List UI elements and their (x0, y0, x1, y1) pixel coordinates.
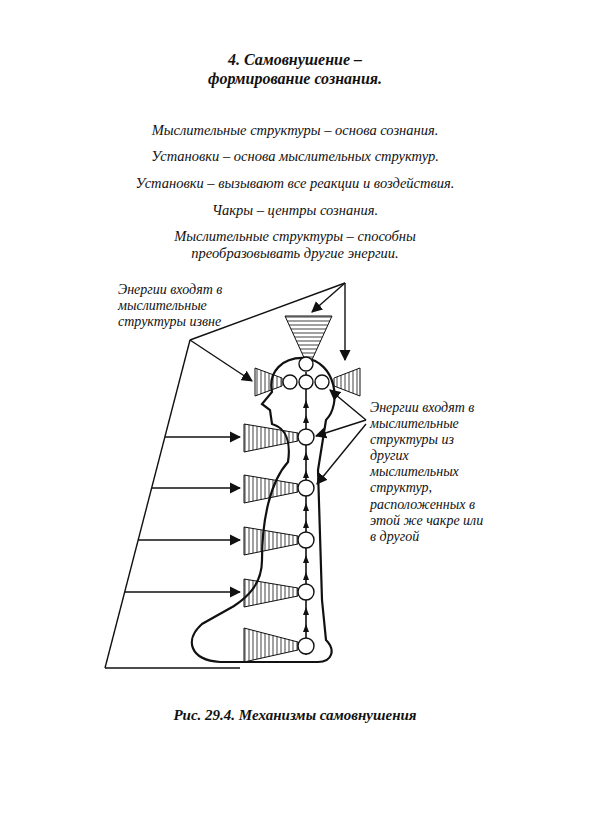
callout-text: Энергии входят в мыслительные структуры … (118, 282, 228, 330)
statement: Установки – основа мыслительных структур… (95, 148, 495, 165)
figure-caption: Рис. 29.4. Механизмы самовнушения (60, 706, 530, 724)
body-silhouette (192, 358, 335, 662)
statement: Мыслительные структуры – основа сознания… (95, 122, 495, 139)
statement: Чакры – центры сознания. (95, 202, 495, 219)
heading: 4. Самовнушение – формирование сознания. (190, 50, 400, 88)
statement: Мыслительные структуры – способны преобр… (150, 228, 440, 263)
chakra-circles (283, 357, 329, 655)
spine-arrows (303, 400, 309, 632)
energy-frame (105, 283, 345, 668)
energy-funnels (244, 316, 360, 662)
statement: Установки – вызывают все реакции и возде… (75, 175, 515, 192)
callout-text: Энергии входят в мыслительные структуры … (370, 400, 488, 545)
leader-arrows (316, 390, 366, 484)
